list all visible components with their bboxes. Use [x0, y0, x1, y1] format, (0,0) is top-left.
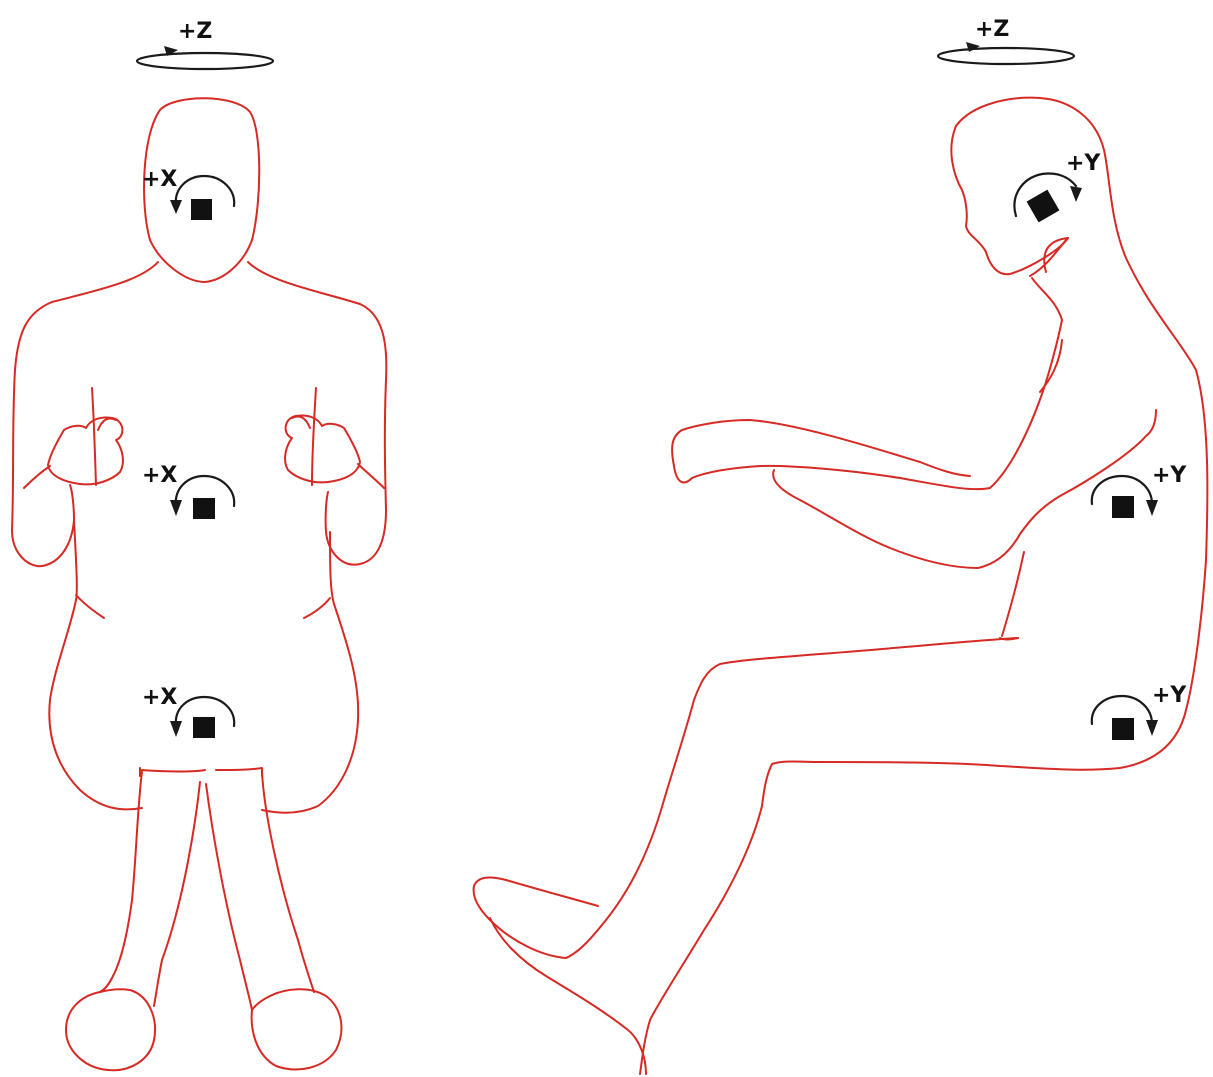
- front-pelvis-rotation-marker: +X: [142, 685, 234, 738]
- side-z-arrowhead: [966, 42, 980, 52]
- front-chest-rotation-marker: +X: [142, 463, 234, 519]
- side-pelvis-axis-label: +Y: [1152, 683, 1187, 708]
- front-chest-arrowhead: [170, 500, 182, 516]
- side-z-ring: [938, 48, 1074, 64]
- side-chest-sensor: [1112, 496, 1134, 518]
- side-pelvis-sensor: [1112, 718, 1134, 740]
- side-view: +Z +Y +Y +Y: [474, 17, 1208, 1074]
- front-z-rotation-indicator: +Z: [137, 19, 273, 69]
- front-pelvis-axis-label: +X: [142, 685, 177, 710]
- side-chest-axis-label: +Y: [1152, 463, 1187, 488]
- side-pelvis-arrowhead: [1146, 720, 1158, 736]
- side-head-arrowhead: [1070, 186, 1082, 202]
- front-view: +Z +X +X +X: [12, 19, 386, 1070]
- front-chest-sensor: [193, 498, 215, 519]
- front-body-outline: [12, 98, 386, 1070]
- front-z-label: +Z: [178, 19, 212, 44]
- front-head-arrowhead: [170, 200, 182, 214]
- front-chest-axis-label: +X: [142, 463, 177, 488]
- side-z-rotation-indicator: +Z: [938, 17, 1074, 64]
- side-chest-rotation-marker: +Y: [1092, 463, 1188, 518]
- front-head-sensor: [191, 199, 212, 220]
- front-pelvis-sensor: [193, 717, 215, 738]
- side-head-sensor: [1027, 190, 1060, 223]
- front-pelvis-arrowhead: [170, 721, 182, 737]
- side-pelvis-rotation-marker: +Y: [1092, 683, 1188, 740]
- front-head-rotation-marker: +X: [142, 167, 234, 220]
- side-body-outline: [474, 98, 1208, 1074]
- front-head-axis-label: +X: [142, 167, 177, 192]
- side-head-axis-label: +Y: [1066, 151, 1101, 176]
- side-z-label: +Z: [975, 17, 1009, 42]
- side-head-rotation-marker: +Y: [1014, 151, 1101, 222]
- front-z-ring: [137, 53, 273, 69]
- side-chest-arrowhead: [1146, 500, 1158, 516]
